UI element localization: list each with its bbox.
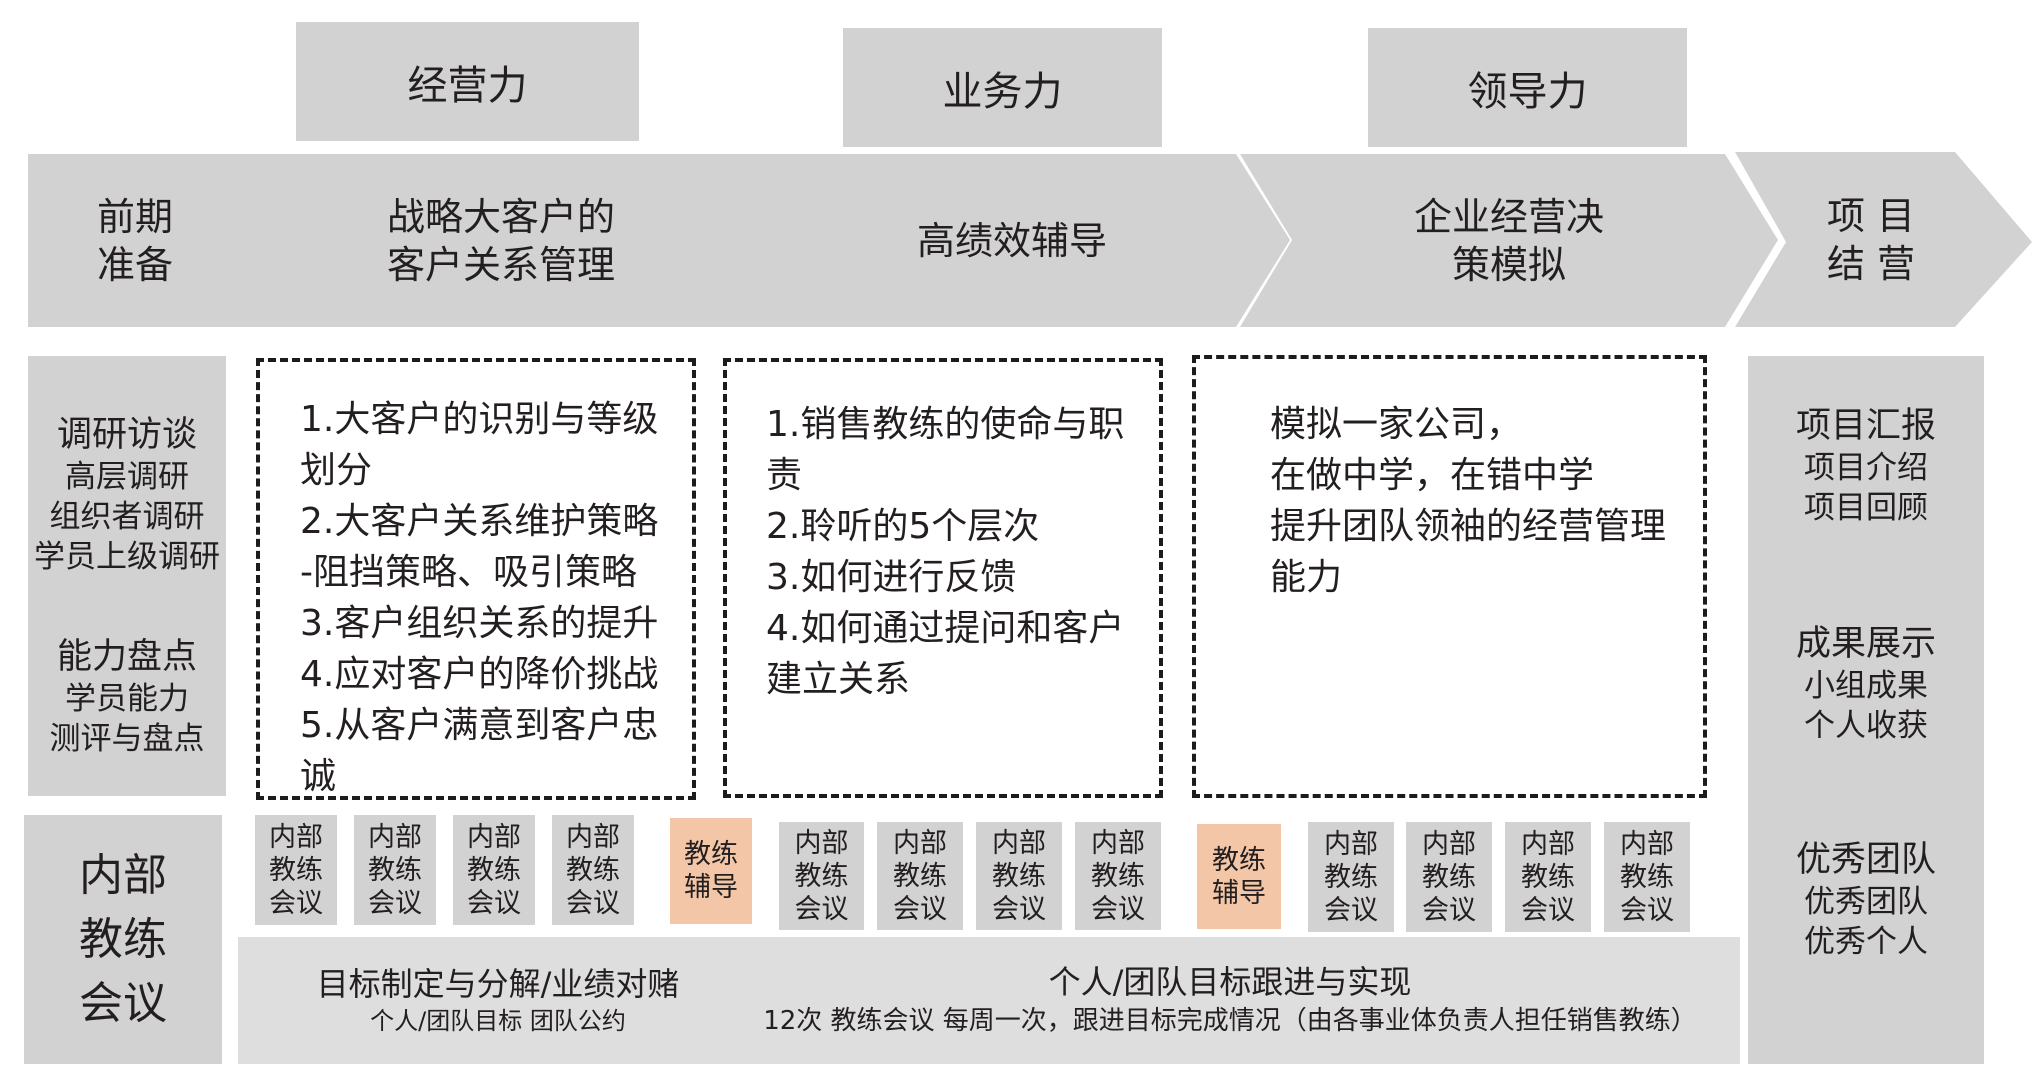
closing-item: 个人收获 [1804, 708, 1928, 744]
meeting-box: 内部教练会议 [779, 822, 864, 930]
meeting-box: 内部教练会议 [354, 815, 436, 925]
phase-arrow-prep [28, 154, 270, 327]
meeting-box: 内部教练会议 [1505, 822, 1591, 932]
closing-report-title: 项目汇报 [1795, 406, 1936, 446]
module-strategy-box [256, 358, 696, 800]
process-arrow-row [28, 152, 2032, 327]
phase-arrow-coaching [734, 154, 1290, 327]
closing-results-title: 成果展示 [1795, 624, 1936, 664]
module-coaching-box [723, 358, 1163, 798]
meeting-box: 内部教练会议 [453, 815, 535, 925]
coach-box: 教练辅导 [1197, 824, 1281, 929]
internal-meeting-panel: 内部 教练 会议 [24, 815, 222, 1064]
coach-box: 教练辅导 [670, 818, 752, 924]
closing-awards-group: 优秀团队 优秀团队 优秀个人 [1748, 838, 1984, 962]
phase-arrow-strategy [214, 154, 787, 327]
goals-right: 个人/团队目标跟进与实现 12次 教练会议 每周一次，跟进目标完成情况（由各事业… [740, 962, 1720, 1040]
module-strategy-list: 1.大客户的识别与等级 划分 2.大客户关系维护策略 -阻挡策略、吸引策略 3.… [300, 399, 659, 797]
meeting-box: 内部教练会议 [1075, 822, 1161, 930]
prep-assessment-group: 能力盘点 学员能力 测评与盘点 [28, 635, 226, 759]
prep-item: 高层调研 [65, 459, 189, 495]
goals-left-title: 目标制定与分解/业绩对赌 [316, 965, 680, 1003]
module-simulation-box [1192, 355, 1707, 798]
phase-simulation-label: 企业经营决策模拟 [1413, 194, 1604, 287]
prep-item: 学员能力 [65, 681, 189, 717]
closing-item: 优秀团队 [1804, 884, 1928, 920]
goals-bar [238, 937, 1740, 1064]
phase-closing-label: 项 目结 营 [1826, 193, 1916, 286]
meeting-box: 内部教练会议 [552, 815, 634, 925]
meeting-box: 内部教练会议 [255, 815, 337, 925]
phase-coaching-label: 高绩效辅导 [916, 218, 1107, 263]
prep-item: 组织者调研 [49, 499, 205, 535]
goals-left-subtitle: 个人/团队目标 团队公约 [370, 1007, 626, 1035]
meeting-box: 内部教练会议 [976, 822, 1062, 930]
phase-arrow-simulation [1240, 154, 1778, 327]
closing-awards-title: 优秀团队 [1795, 840, 1936, 880]
closing-item: 小组成果 [1804, 668, 1928, 704]
prep-research-group: 调研访谈 高层调研 组织者调研 学员上级调研 [28, 413, 226, 577]
competency-label: 经营力 [296, 22, 639, 141]
goals-left: 目标制定与分解/业绩对赌 个人/团队目标 团队公约 [238, 964, 758, 1038]
closing-results-group: 成果展示 小组成果 个人收获 [1748, 622, 1984, 746]
closing-item: 项目回顾 [1804, 490, 1928, 526]
closing-item: 项目介绍 [1804, 450, 1928, 486]
goals-right-title: 个人/团队目标跟进与实现 [1048, 963, 1412, 1001]
competency-label: 领导力 [1368, 28, 1687, 147]
closing-report-group: 项目汇报 项目介绍 项目回顾 [1748, 404, 1984, 528]
phase-strategy-label: 战略大客户的客户关系管理 [386, 194, 615, 287]
competency-label: 业务力 [843, 28, 1162, 147]
goals-right-subtitle: 12次 教练会议 每周一次，跟进目标完成情况（由各事业体负责人担任销售教练） [763, 1006, 1697, 1036]
closing-panel [1748, 356, 1984, 1064]
prep-item: 学员上级调研 [34, 539, 220, 575]
meeting-box: 内部教练会议 [1604, 822, 1690, 932]
meeting-box: 内部教练会议 [1406, 822, 1492, 932]
prep-assessment-title: 能力盘点 [56, 637, 197, 677]
module-coaching-list: 1.销售教练的使命与职 责 2.聆听的5个层次 3.如何进行反馈 4.如何通过提… [766, 404, 1125, 700]
prep-item: 测评与盘点 [49, 721, 205, 757]
phase-arrow-closing [1735, 152, 2032, 327]
closing-item: 优秀个人 [1804, 924, 1928, 960]
phase-prep-label: 前期准备 [96, 194, 173, 287]
module-simulation-list: 模拟一家公司， 在做中学，在错中学 提升团队领袖的经营管理 能力 [1270, 404, 1667, 598]
meeting-box: 内部教练会议 [877, 822, 963, 930]
prep-panel [28, 356, 226, 796]
prep-research-title: 调研访谈 [56, 415, 197, 455]
meeting-box: 内部教练会议 [1308, 822, 1394, 932]
